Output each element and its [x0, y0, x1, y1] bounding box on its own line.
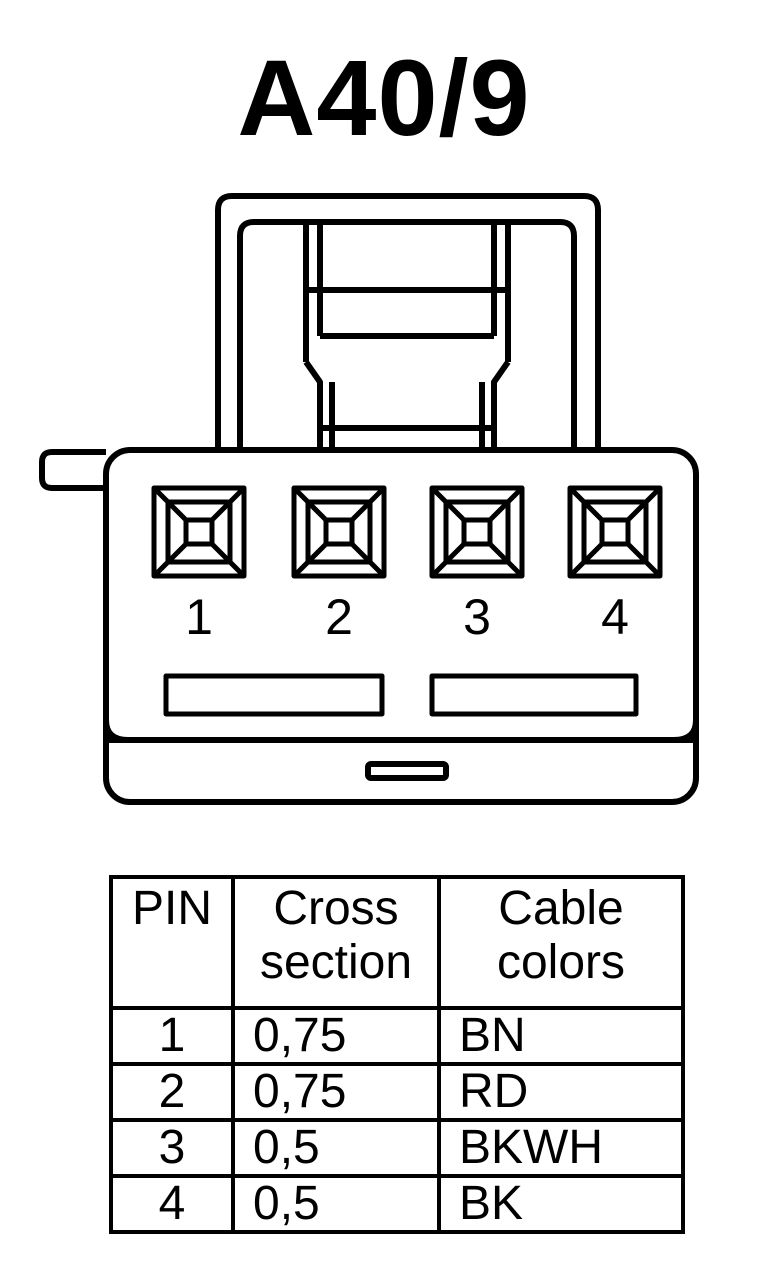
cell-cable-color: RD	[437, 1062, 685, 1122]
cell-cable-color: BK	[437, 1174, 685, 1234]
lock-slot-right	[429, 673, 639, 717]
cell-cross-section: 0,5	[231, 1118, 441, 1178]
table-row: 1 0,75 BN	[109, 1006, 685, 1066]
header-pin: PIN	[109, 875, 235, 1010]
pin-cavity-3	[429, 485, 525, 579]
cell-pin: 4	[109, 1174, 235, 1234]
cell-cross-section: 0,5	[231, 1174, 441, 1234]
cell-pin: 1	[109, 1006, 235, 1066]
side-key	[39, 449, 106, 491]
latch-center-tab	[303, 224, 511, 450]
connector-housing	[103, 447, 699, 805]
table-row: 4 0,5 BK	[109, 1174, 685, 1234]
table-row: 3 0,5 BKWH	[109, 1118, 685, 1178]
pin-number-3: 3	[463, 589, 491, 645]
latch-frame	[215, 193, 601, 450]
pin-number-2: 2	[325, 589, 353, 645]
cell-cross-section: 0,75	[231, 1006, 441, 1066]
connector-title: A40/9	[237, 37, 531, 158]
lock-slot-left	[163, 673, 385, 717]
pin-number-1: 1	[185, 589, 213, 645]
pin-cavity-4	[567, 485, 663, 579]
bottom-slot	[365, 761, 449, 781]
cell-cable-color: BKWH	[437, 1118, 685, 1178]
cell-cable-color: BN	[437, 1006, 685, 1066]
cell-pin: 3	[109, 1118, 235, 1178]
table-row: 2 0,75 RD	[109, 1062, 685, 1122]
cell-pin: 2	[109, 1062, 235, 1122]
cell-cross-section: 0,75	[231, 1062, 441, 1122]
pin-number-4: 4	[601, 589, 629, 645]
connector-diagram: 1 2 3 4	[39, 193, 699, 805]
pin-cavity-2	[291, 485, 387, 579]
housing-step-corners	[103, 719, 699, 743]
pin-cavity-1	[151, 485, 247, 579]
